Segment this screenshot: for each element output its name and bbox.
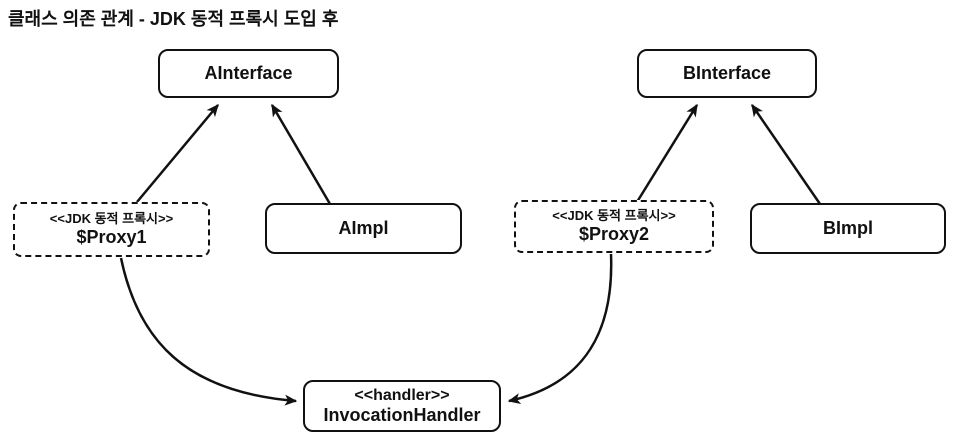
node-proxy1-stereotype: <<JDK 동적 프록시>> [49,211,174,227]
node-a-interface: AInterface [158,49,339,98]
node-b-interface-label: BInterface [682,63,772,84]
node-b-impl-label: BImpl [822,218,873,239]
diagram-title: 클래스 의존 관계 - JDK 동적 프록시 도입 후 [8,9,339,29]
node-a-interface-label: AInterface [204,63,293,84]
node-proxy2-label: $Proxy2 [578,223,650,244]
edge-proxy1-to-ainterface-arrow [136,104,219,203]
node-proxy1-label: $Proxy1 [76,226,147,247]
edge-aimpl-to-ainterface-arrow [270,103,332,205]
node-a-impl: AImpl [265,203,462,254]
edge-proxy1-to-handler-arrow [119,257,298,406]
node-invocation-handler: <<handler>> InvocationHandler [303,380,501,432]
edge-proxy2-to-handler-arrow [507,253,613,404]
node-proxy1: <<JDK 동적 프록시>> $Proxy1 [13,202,210,257]
node-proxy2: <<JDK 동적 프록시>> $Proxy2 [514,200,714,253]
node-invocation-handler-stereotype: <<handler>> [354,387,450,405]
node-proxy2-stereotype: <<JDK 동적 프록시>> [552,208,676,224]
node-b-interface: BInterface [637,49,817,98]
edge-bimpl-to-binterface-arrow [750,103,822,205]
node-invocation-handler-label: InvocationHandler [323,405,481,426]
node-a-impl-label: AImpl [338,218,389,239]
edge-proxy2-to-binterface-arrow [635,103,699,203]
node-b-impl: BImpl [750,203,946,254]
